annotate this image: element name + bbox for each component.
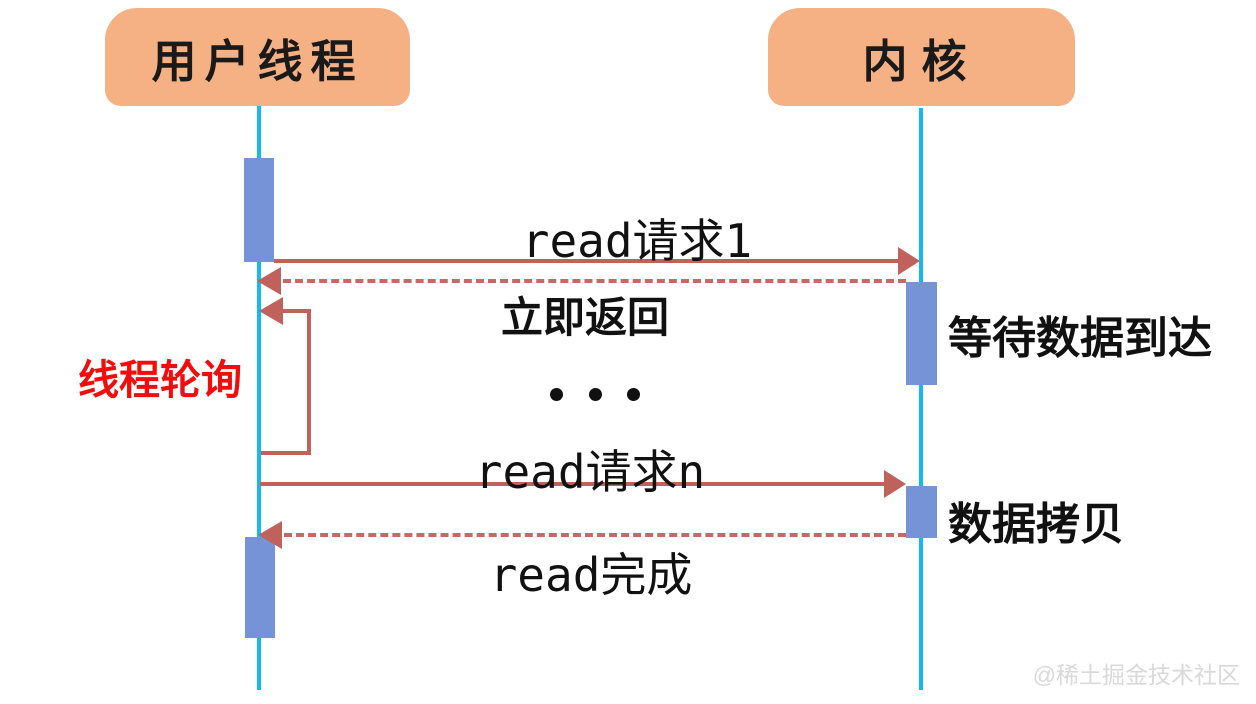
arrow-read-complete-shaft [284,533,906,537]
message-read-request-1: read请求1 [521,214,753,268]
polling-loop-head-icon [259,297,283,325]
ellipsis-dot [550,388,563,401]
message-immediate-return: 立即返回 [500,294,669,341]
actor-user-thread: 用户线程 [105,8,410,106]
activation-user-last [245,537,275,638]
annotation-wait-for-data: 等待数据到达 [948,314,1212,363]
arrow-immediate-return-head-icon [257,267,281,295]
activation-kernel-copy [906,486,937,538]
polling-loop-bottom [261,451,311,455]
watermark: @稀土掘金技术社区 [1032,662,1240,688]
ellipsis-dot [588,388,602,401]
activation-user-first [244,158,274,262]
annotation-thread-polling: 线程轮询 [78,357,242,403]
lifeline-user-thread [257,106,261,690]
arrow-read-request-n-shaft [260,482,886,486]
actor-kernel: 内核 [768,8,1075,106]
polling-loop-right [307,309,311,455]
activation-kernel-wait [906,282,937,385]
message-read-request-n: read请求n [474,445,706,499]
ellipsis-dot [627,388,640,401]
arrow-read-request-1-shaft [274,259,902,263]
arrow-immediate-return-shaft [283,279,906,283]
arrow-read-request-n-head-icon [884,470,906,498]
ellipsis-dots: ... [550,388,640,401]
annotation-data-copy: 数据拷贝 [948,500,1124,549]
arrow-read-complete-head-icon [258,521,282,549]
actor-kernel-label: 内核 [862,35,981,87]
arrow-read-request-1-head-icon [898,247,920,275]
lifeline-kernel [919,108,923,690]
actor-user-thread-label: 用户线程 [151,35,364,87]
polling-loop-top [283,309,311,313]
message-read-complete: read完成 [489,548,693,602]
